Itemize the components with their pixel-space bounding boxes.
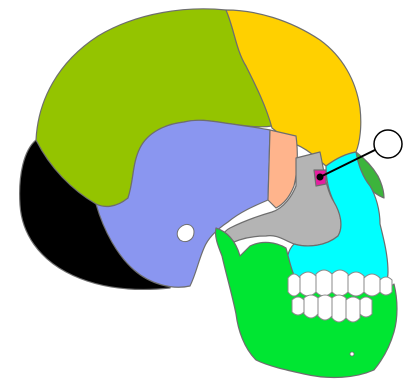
- callout-dot: [317, 174, 324, 181]
- mental-foramen: [350, 352, 354, 356]
- callout-circle: [374, 130, 402, 158]
